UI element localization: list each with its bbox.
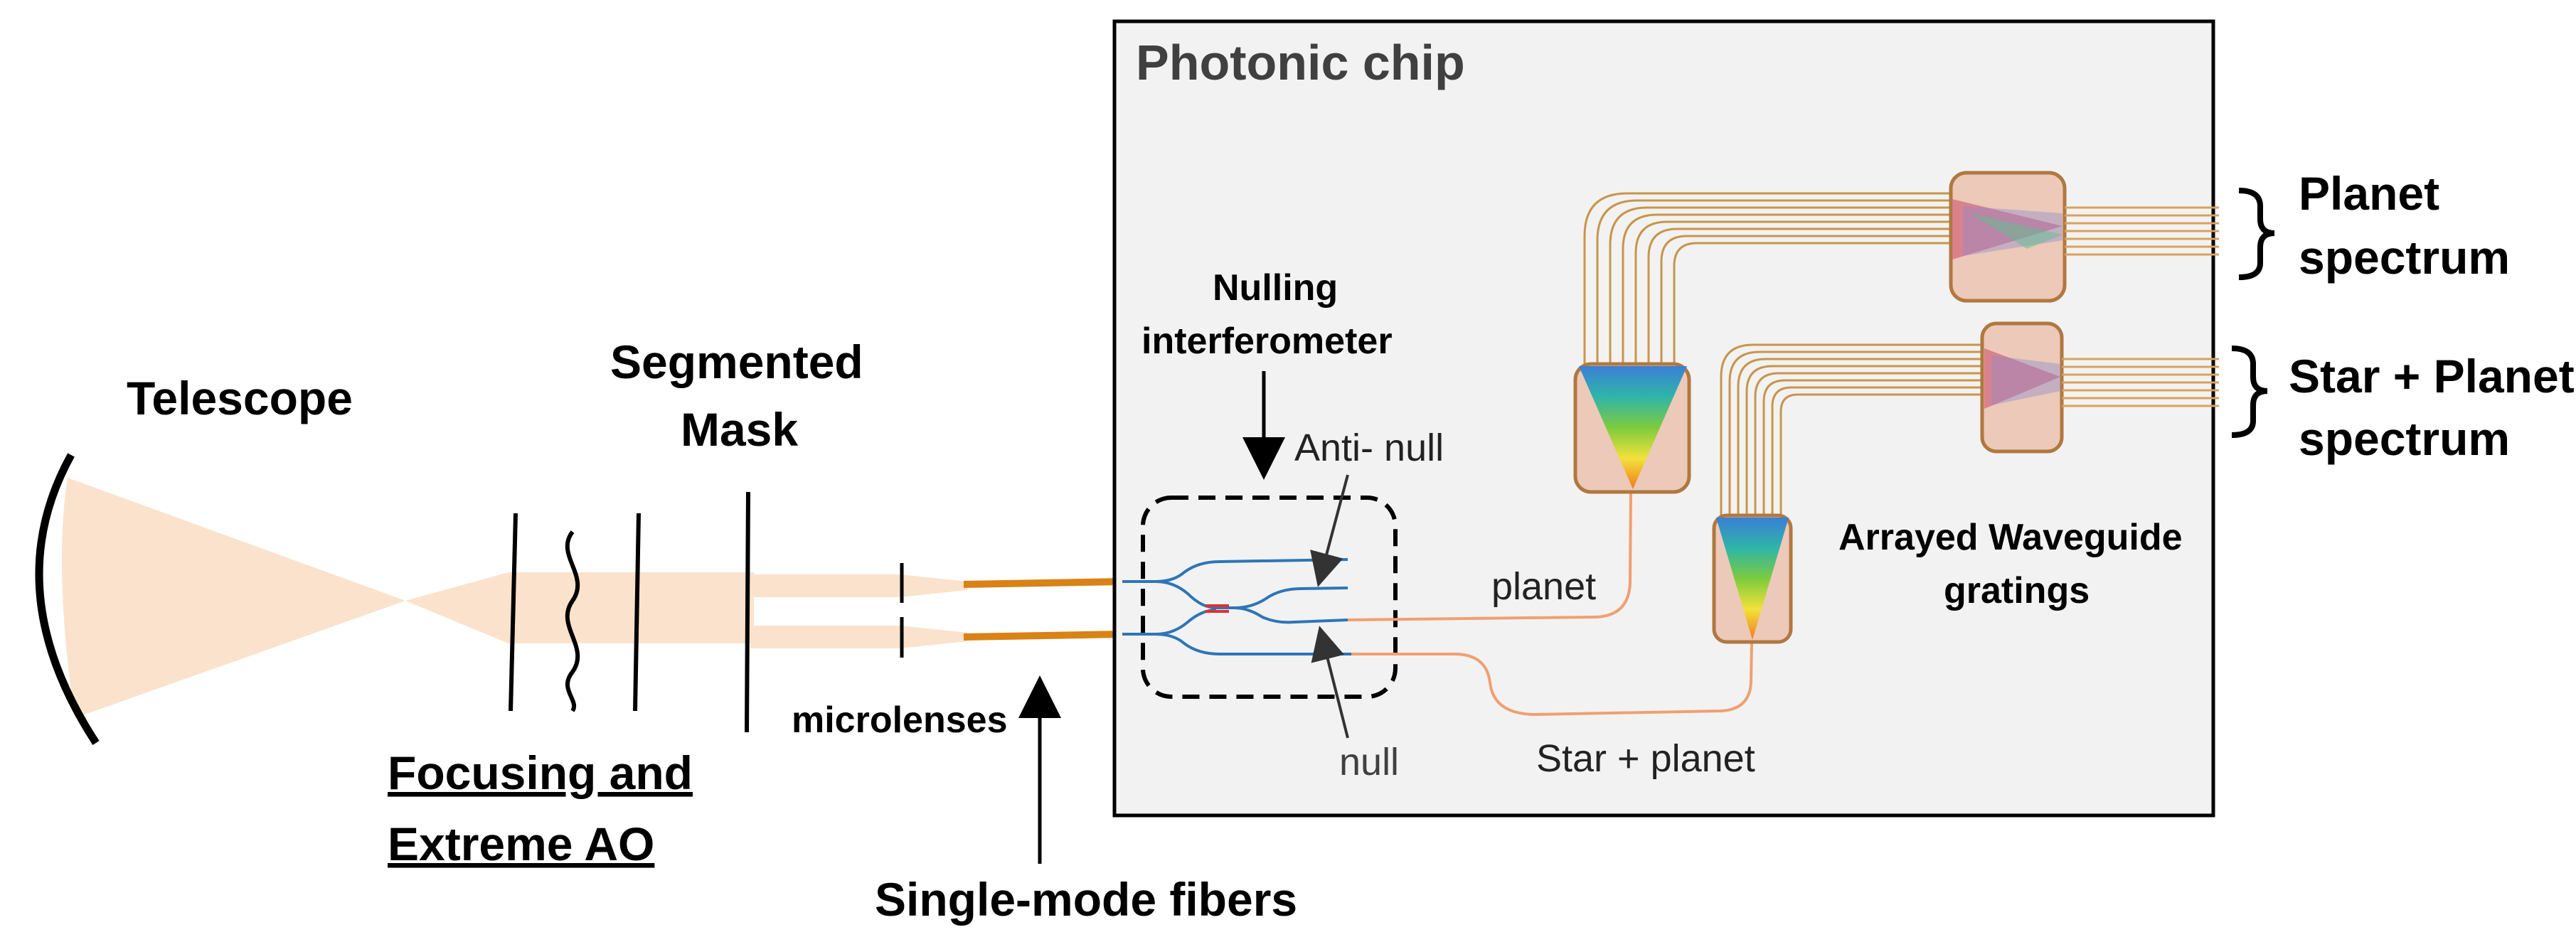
awg-star-planet-input-prism [1716,518,1789,640]
awg-arm [1728,350,1984,518]
telescope-mirror [35,453,100,745]
star-planet-label: Star + planet [1536,737,1755,780]
awg-arm [1660,235,1952,366]
telescope-label: Telescope [127,372,353,424]
deformable-mirror-wave [565,530,580,712]
planet-spectrum-label-line1: Planet [2299,167,2439,220]
segmented-mask-line [745,491,750,733]
awg-label-line1: Arrayed Waveguide [1838,517,2183,558]
photonic-chip: Photonic chip Nulling interferometer Ant… [1112,19,2215,818]
awg-planet-arms [1583,192,1952,366]
awg-arm [1754,372,1984,518]
awg-star-planet-output-fan [1984,348,2060,409]
awg-arm [1596,199,1952,366]
segmented-mask-label-line2: Mask [681,403,798,456]
segmented-mask-label-line1: Segmented [610,336,863,388]
optic-line-2 [633,513,641,712]
planet-output-bundle [2065,206,2219,256]
awg-label-line2: gratings [1944,570,2090,611]
awg-arm [1737,358,1984,518]
awg-arm [1771,386,1984,518]
anti-null-label: Anti- null [1294,427,1444,469]
awg-arm [1779,393,1984,518]
star-planet-spectrum-bracket [2231,346,2268,438]
focusing-ao-label-line2: Extreme AO [388,818,654,870]
nulling-label-line1: Nulling [1213,267,1338,309]
awg-arm [1673,242,1952,366]
awg-arm [1762,379,1984,518]
telescope-group: Telescope [35,372,405,745]
photonic-chip-title: Photonic chip [1136,35,1465,90]
single-mode-fiber-top [963,578,1123,588]
awg-star-planet [1712,321,2064,644]
nulling-interferometer-box [1141,496,1398,699]
single-mode-fibers-label: Single-mode fibers [875,873,1297,926]
nulling-label-line2: interferometer [1141,321,1393,362]
fiber-injection-group: microlenses Single-mode fibers [750,563,1297,926]
awg-planet-output-fan-3 [1970,213,2063,249]
awg-arm [1609,206,1952,366]
waveguide-top-anti [1233,587,1348,609]
expanding-beam [405,572,754,643]
star-planet-spectrum-label-line1: Star + Planet [2289,350,2575,402]
single-mode-fiber-bottom [963,631,1123,641]
awg-star-planet-output-fan-2 [1991,355,2060,405]
null-label: null [1339,741,1399,783]
null-arrow [1311,626,1349,739]
sub-beam-bottom [750,626,967,648]
awg-planet-input-prism [1579,366,1687,489]
star-planet-output-bundle [2062,358,2219,407]
awg-arm [1634,220,1952,366]
star-planet-waveguide [1351,643,1753,717]
telescope-beam-cone [62,478,405,718]
awg-arm [1622,213,1952,366]
awg-arm [1745,365,1984,518]
awg-arm [1583,192,1952,366]
sub-beam-top [750,574,967,597]
optic-line-1 [509,513,518,712]
planet-label: planet [1491,565,1596,608]
microlenses-label: microlenses [792,700,1008,741]
awg-arm [1647,227,1952,366]
star-planet-spectrum-label-line2: spectrum [2299,412,2510,465]
focusing-beam-group: Focusing and Extreme AO Segmented Mask [388,336,863,870]
awg-planet [1573,171,2067,494]
planet-waveguide [1347,490,1632,621]
awg-arm [1720,343,1984,518]
planet-spectrum-label-line2: spectrum [2299,231,2510,284]
planet-spectrum-bracket [2238,188,2275,280]
awg-star-planet-arms [1720,343,1984,518]
anti-null-arrow [1310,474,1349,587]
focusing-ao-label-line1: Focusing and [388,746,693,799]
